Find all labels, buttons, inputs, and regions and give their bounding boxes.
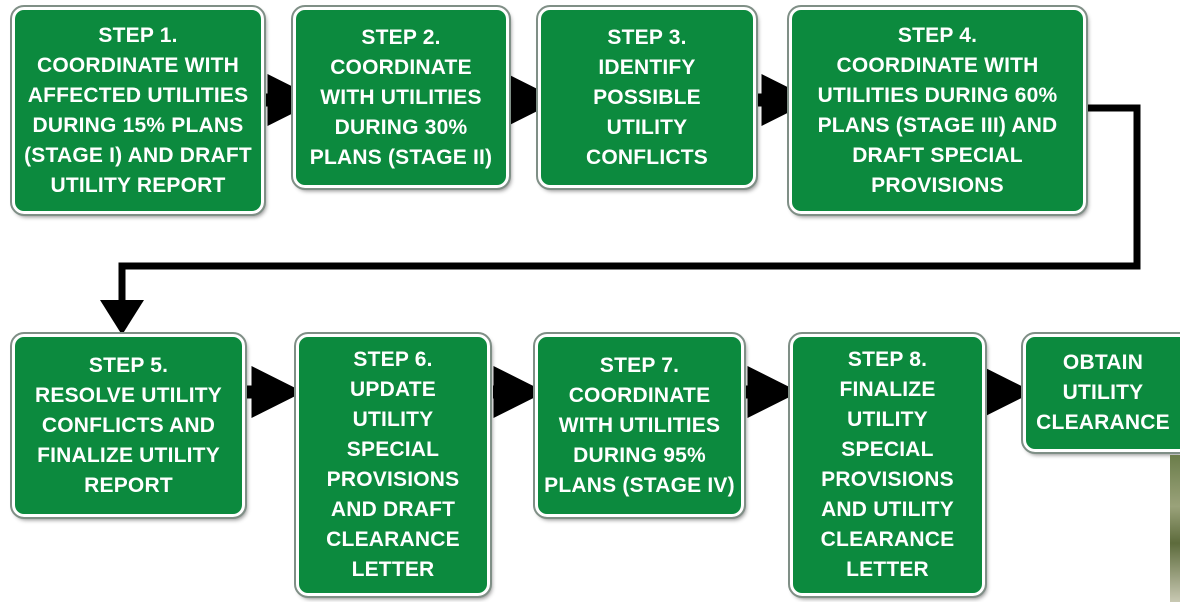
step-4-box: STEP 4. COORDINATE WITH UTILITIES DURING… (787, 5, 1088, 216)
step-5-text: FINALIZE UTILITY (37, 443, 220, 467)
step-3-text: CONFLICTS (586, 145, 708, 169)
step-7-text: PLANS (STAGE IV) (544, 473, 735, 497)
step-8-text: LETTER (846, 558, 929, 581)
step-4-title: STEP 4. (897, 23, 978, 47)
step-6-box: STEP 6. UPDATE UTILITY SPECIAL PROVISION… (294, 332, 492, 598)
step-6-text: UPDATE (350, 378, 436, 401)
step-5-text: CONFLICTS AND (41, 413, 216, 437)
connector-step4-to-step5 (118, 104, 1141, 308)
step-5-title: STEP 5. (88, 353, 169, 377)
step-8-text: FINALIZE (839, 378, 936, 401)
step-6-text: AND DRAFT (330, 498, 456, 521)
step-6-text: PROVISIONS (326, 468, 460, 491)
step-5-text: REPORT (84, 473, 173, 497)
step-8-box: STEP 8. FINALIZE UTILITY SPECIAL PROVISI… (788, 332, 987, 598)
final-step-box: OBTAIN UTILITY CLEARANCE (1021, 332, 1180, 454)
step-1-title: STEP 1. (98, 23, 178, 47)
step-5-text: RESOLVE UTILITY (35, 383, 222, 407)
step-1-text: UTILITY REPORT (50, 173, 226, 197)
step-3-text: UTILITY (606, 115, 688, 139)
step-6-text: UTILITY (352, 408, 434, 431)
step-6-title: STEP 6. (353, 348, 433, 371)
step-8-text: UTILITY (847, 408, 928, 431)
step-3-text: IDENTIFY (598, 55, 696, 79)
step-7-text: WITH UTILITIES (558, 413, 721, 437)
step-6-text: SPECIAL (346, 438, 440, 461)
final-step-text: OBTAIN (1062, 351, 1144, 374)
step-6-text: CLEARANCE (326, 528, 460, 551)
step-1-text: COORDINATE WITH (36, 53, 240, 77)
step-8-title: STEP 8. (847, 348, 928, 371)
step-1-text: AFFECTED UTILITIES (27, 83, 249, 107)
step-3-text: POSSIBLE (593, 85, 701, 109)
step-8-text: SPECIAL (841, 438, 934, 461)
final-step-text: UTILITY (1062, 381, 1144, 404)
step-2-text: PLANS (STAGE II) (309, 145, 493, 169)
step-8-text: AND UTILITY (821, 498, 954, 521)
step-1-text: (STAGE I) AND DRAFT (24, 143, 252, 167)
step-3-box: STEP 3. IDENTIFY POSSIBLE UTILITY CONFLI… (536, 5, 758, 190)
step-7-title: STEP 7. (599, 353, 680, 377)
step-7-text: DURING 95% (573, 443, 706, 467)
step-7-box: STEP 7. COORDINATE WITH UTILITIES DURING… (533, 332, 746, 519)
step-4-text: COORDINATE WITH (836, 53, 1039, 77)
step-8-text: CLEARANCE (820, 528, 955, 551)
step-8-text: PROVISIONS (821, 468, 954, 491)
step-1-box: STEP 1. COORDINATE WITH AFFECTED UTILITI… (10, 5, 266, 216)
arrowhead-into-step5 (100, 300, 144, 335)
step-1-text: DURING 15% PLANS (32, 113, 244, 137)
step-2-text: WITH UTILITIES (320, 85, 482, 109)
step-3-title: STEP 3. (607, 25, 687, 49)
step-4-text: PLANS (STAGE III) AND (817, 113, 1058, 137)
step-4-text: PROVISIONS (871, 173, 1004, 197)
step-2-box: STEP 2. COORDINATE WITH UTILITIES DURING… (291, 5, 511, 190)
step-2-text: DURING 30% (334, 115, 468, 139)
step-2-title: STEP 2. (361, 25, 441, 49)
step-2-text: COORDINATE (330, 55, 472, 79)
step-4-text: UTILITIES DURING 60% (817, 83, 1058, 107)
cropped-photo-edge (1170, 455, 1180, 602)
step-6-text: LETTER (351, 558, 435, 581)
step-4-text: DRAFT SPECIAL (852, 143, 1023, 167)
step-5-box: STEP 5. RESOLVE UTILITY CONFLICTS AND FI… (10, 332, 247, 519)
step-7-text: COORDINATE (568, 383, 711, 407)
final-step-text: CLEARANCE (1036, 411, 1170, 434)
